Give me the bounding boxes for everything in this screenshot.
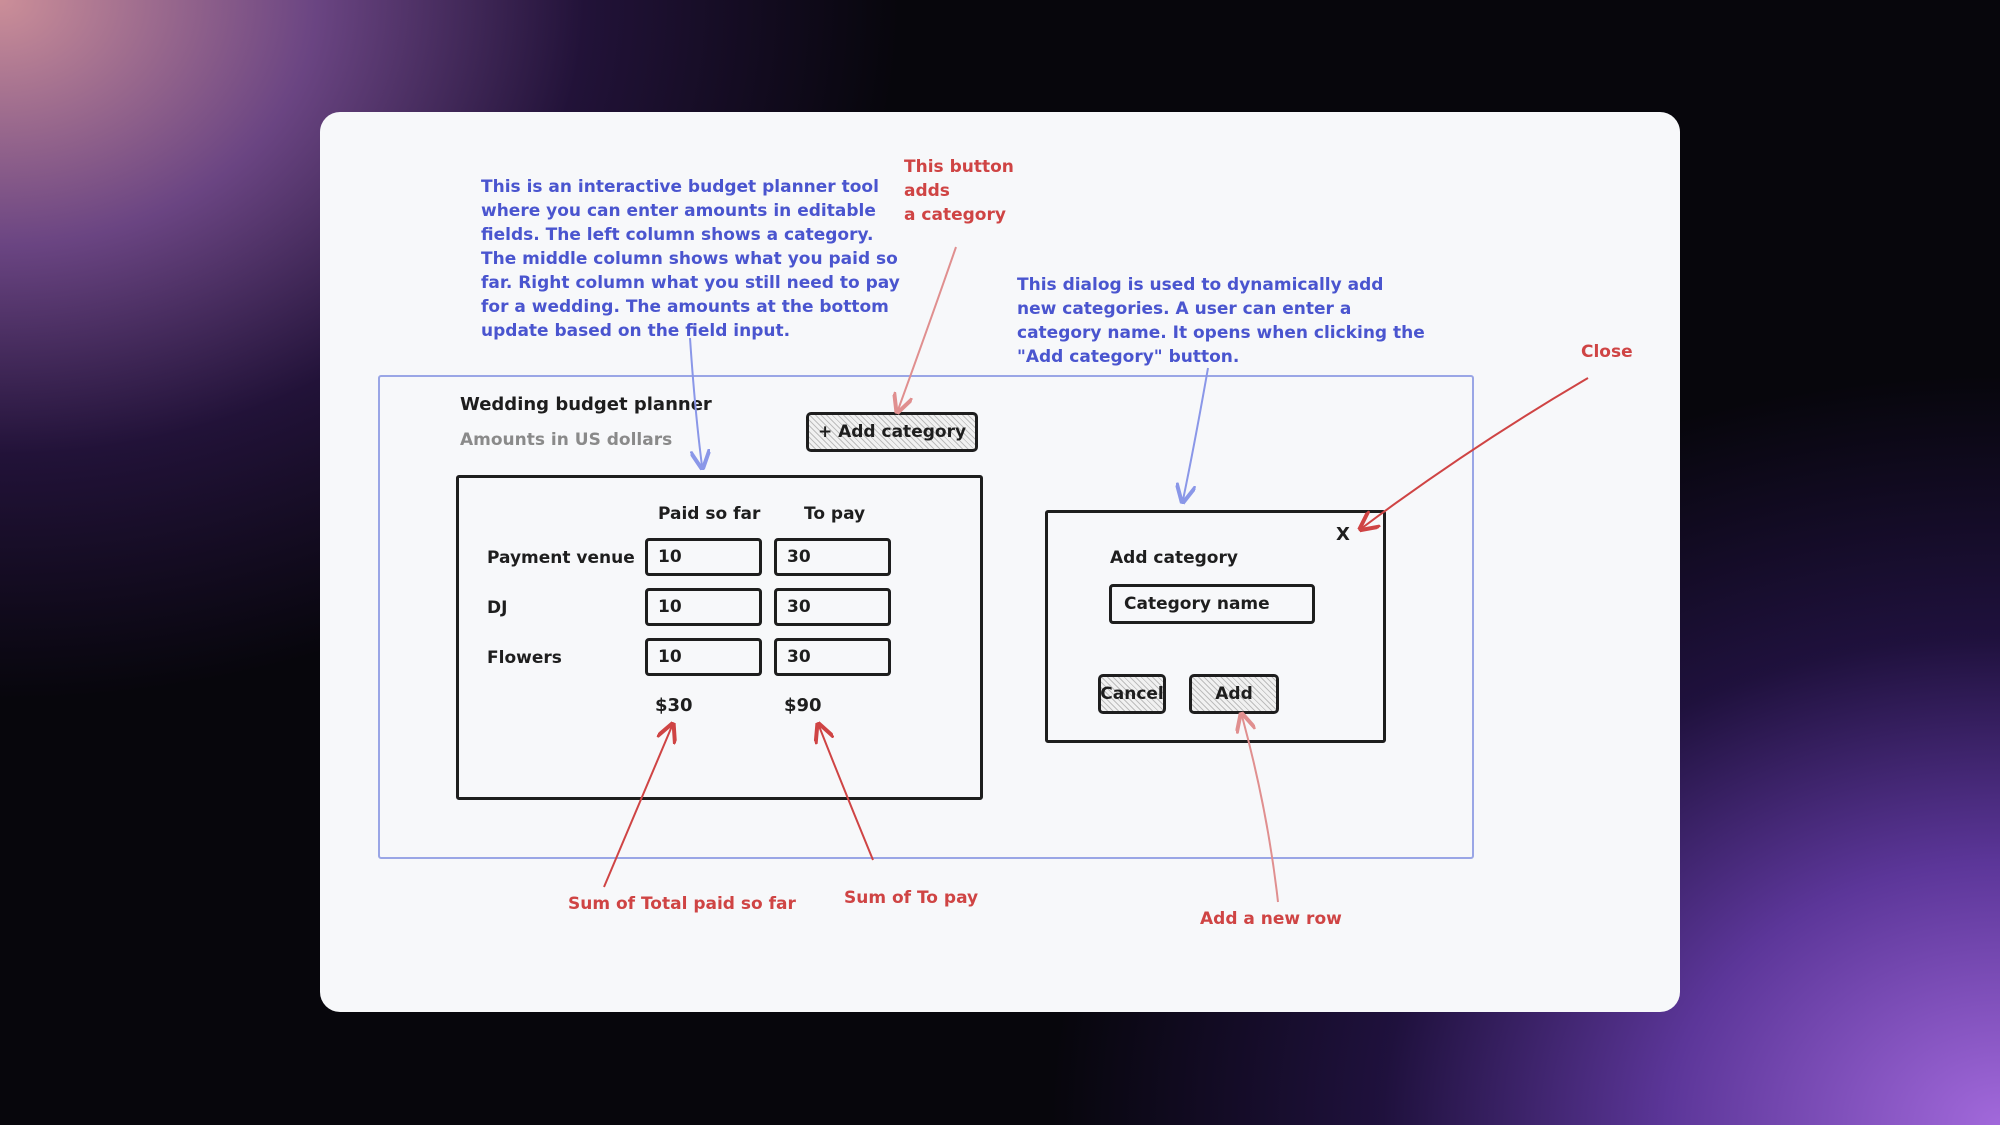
page-subtitle: Amounts in US dollars [460, 430, 673, 450]
paid-input-dj[interactable] [645, 588, 762, 626]
page-title: Wedding budget planner [460, 394, 712, 415]
add-row-annotation: Add a new row [1200, 909, 1342, 929]
to-pay-input-flowers[interactable] [774, 638, 891, 676]
arrow-sum-topay [819, 726, 874, 861]
cancel-button[interactable]: Cancel [1098, 674, 1166, 714]
add-button-annotation: This button adds a category [904, 157, 1014, 225]
arrow-note-to-dialog [1183, 367, 1209, 500]
column-header-to-pay: To pay [804, 504, 866, 524]
arrow-sum-paid [603, 726, 672, 888]
dialog-title: Add category [1110, 548, 1238, 568]
close-icon[interactable]: X [1336, 524, 1350, 545]
sum-topay-annotation: Sum of To pay [844, 888, 979, 908]
paid-input-payment-venue[interactable] [645, 538, 762, 576]
description-annotation: This is an interactive budget planner to… [481, 177, 900, 341]
add-button[interactable]: Add [1189, 674, 1279, 714]
to-pay-input-dj[interactable] [774, 588, 891, 626]
row-label-flowers: Flowers [487, 648, 562, 668]
annotation-arrows [603, 246, 1589, 903]
sum-paid-annotation: Sum of Total paid so far [568, 894, 796, 914]
paid-input-flowers[interactable] [645, 638, 762, 676]
arrow-description-to-table [689, 337, 702, 466]
add-category-dialog [1045, 510, 1386, 743]
add-category-button[interactable]: + Add category [806, 412, 978, 452]
arrow-add-row [1242, 716, 1279, 903]
total-to-pay: $90 [784, 695, 822, 716]
dialog-annotation: This dialog is used to dynamically add n… [1017, 275, 1425, 367]
budget-table [456, 475, 983, 800]
to-pay-input-payment-venue[interactable] [774, 538, 891, 576]
row-label-payment-venue: Payment venue [487, 548, 635, 568]
row-label-dj: DJ [487, 598, 508, 618]
category-name-input[interactable] [1109, 584, 1315, 624]
whiteboard-canvas: This is an interactive budget planner to… [320, 112, 1680, 1012]
column-header-paid: Paid so far [658, 504, 761, 524]
app-frame [378, 375, 1474, 859]
close-annotation: Close [1581, 342, 1633, 362]
arrow-note-to-add-button [898, 246, 957, 410]
total-paid: $30 [655, 695, 693, 716]
arrow-close-note-to-x [1362, 377, 1589, 528]
